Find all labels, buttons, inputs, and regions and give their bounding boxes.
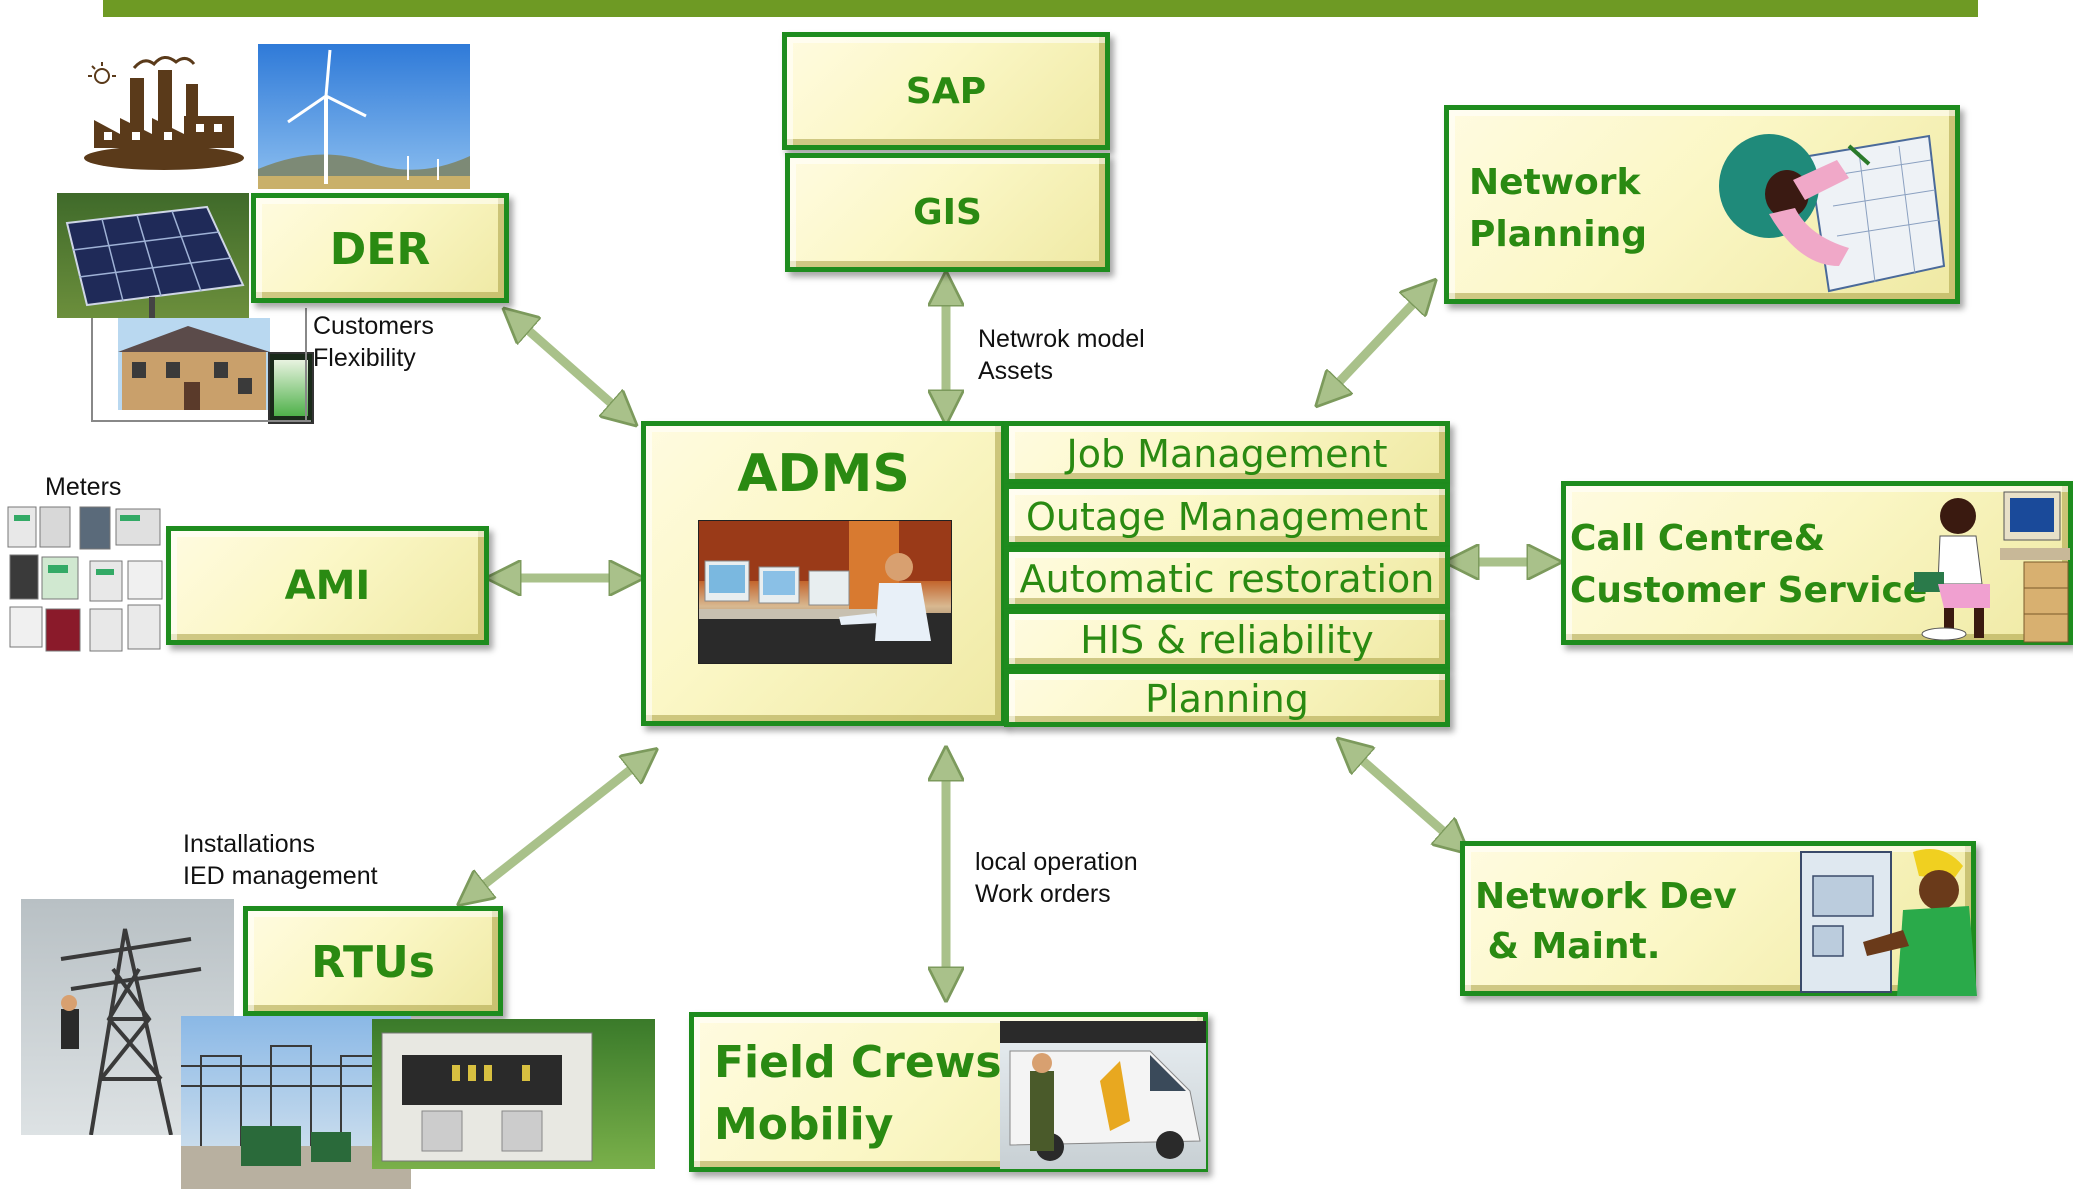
call-centre-label-line1: Call Centre& — [1570, 518, 1826, 559]
field-link-note-line2: Work orders — [975, 880, 1111, 908]
rtu-link-note: Installations IED management — [183, 828, 378, 892]
house-icon — [118, 318, 270, 410]
gis-link-note-line1: Netwrok model — [978, 325, 1145, 353]
cabinet-icon — [372, 1019, 655, 1169]
network-planning-label-line2: Planning — [1469, 214, 1648, 255]
module-his-reliability[interactable]: HIS & reliability — [1004, 609, 1450, 669]
module-label: HIS & reliability — [1080, 618, 1374, 662]
der-bracket-line — [91, 318, 93, 420]
field-link-note: local operation Work orders — [975, 846, 1138, 910]
der-box[interactable]: DER — [251, 193, 509, 303]
gis-link-note-line2: Assets — [978, 357, 1054, 385]
van-icon — [1000, 1021, 1206, 1169]
module-label: Automatic restoration — [1019, 557, 1435, 601]
phone-icon — [268, 352, 314, 424]
sap-label: SAP — [905, 71, 987, 112]
network-dev-box[interactable]: Network Dev & Maint. — [1460, 841, 1977, 996]
solar-panel-icon — [57, 193, 249, 318]
der-link-note: Customers Flexibility — [313, 310, 434, 374]
field-crews-box[interactable]: Field Crews Mobiliy — [689, 1012, 1208, 1172]
sap-box[interactable]: SAP — [782, 32, 1110, 150]
call-centre-box[interactable]: Call Centre& Customer Service — [1561, 481, 2073, 645]
rtus-box[interactable]: RTUs — [243, 906, 503, 1016]
meters-icon — [4, 505, 166, 655]
der-link-note-line2: Flexibility — [313, 344, 416, 372]
rtu-link-note-line2: IED management — [183, 862, 378, 890]
module-automatic-restoration[interactable]: Automatic restoration — [1004, 547, 1450, 609]
arrow-planning-adms — [1324, 288, 1428, 398]
top-accent-bar — [103, 0, 1978, 17]
der-link-note-line1: Customers — [313, 312, 434, 340]
technician-icon — [1793, 846, 1977, 996]
call-agent-icon — [1904, 488, 2073, 646]
field-crews-label-line2: Mobiliy — [714, 1099, 894, 1150]
module-job-management[interactable]: Job Management — [1004, 421, 1450, 484]
rtu-link-note-line1: Installations — [183, 830, 316, 858]
module-label: Planning — [1145, 677, 1309, 721]
arrow-rtu-adms — [467, 756, 648, 898]
adms-box[interactable]: ADMS — [641, 421, 1006, 726]
module-outage-management[interactable]: Outage Management — [1004, 484, 1450, 547]
module-label: Job Management — [1066, 432, 1388, 476]
network-dev-label-line2: & Maint. — [1475, 926, 1661, 967]
gis-box[interactable]: GIS — [785, 153, 1110, 272]
module-planning[interactable]: Planning — [1004, 669, 1450, 727]
adms-title: ADMS — [737, 444, 910, 504]
ami-label: AMI — [284, 563, 371, 609]
field-link-note-line1: local operation — [975, 848, 1138, 876]
arrow-der-adms — [512, 316, 628, 418]
factory-icon — [74, 48, 246, 183]
der-bracket-line-right — [305, 308, 307, 420]
ami-link-note: Meters — [45, 473, 122, 501]
network-planning-box[interactable]: Network Planning — [1444, 105, 1960, 304]
network-planning-label-line1: Network — [1469, 162, 1641, 203]
call-centre-label-line2: Customer Service — [1570, 570, 1928, 611]
der-label: DER — [329, 224, 431, 275]
gis-label: GIS — [913, 192, 982, 233]
module-label: Outage Management — [1025, 495, 1429, 539]
planner-icon — [1709, 116, 1949, 306]
rtus-label: RTUs — [311, 937, 435, 988]
wind-turbine-icon — [258, 44, 470, 189]
gis-link-note: Netwrok model Assets — [978, 323, 1145, 387]
ami-box[interactable]: AMI — [166, 526, 489, 645]
network-dev-label-line1: Network Dev — [1475, 876, 1737, 917]
field-crews-label-line1: Field Crews — [714, 1037, 1002, 1088]
der-bracket-line-bottom — [91, 420, 311, 422]
control-room-icon — [698, 520, 952, 664]
arrow-adms-netdev — [1346, 746, 1460, 846]
